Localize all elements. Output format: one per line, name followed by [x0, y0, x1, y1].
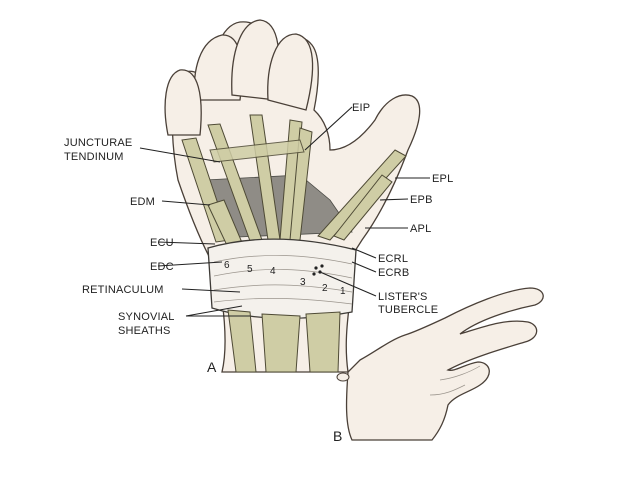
hand-a-illustration: [164, 19, 421, 373]
label-retinaculum: RETINACULUM: [82, 284, 164, 296]
finger-ring: [267, 33, 314, 111]
label-listers-line2: TUBERCLE: [378, 304, 438, 316]
compartment-5: 5: [247, 264, 253, 275]
compartment-1: 1: [340, 286, 346, 297]
juncturae-band: [209, 139, 305, 163]
synovial-sheath-mid: [261, 313, 301, 373]
panel-label-b: B: [333, 428, 342, 444]
label-ecrb: ECRB: [378, 267, 409, 279]
label-apl: APL: [410, 223, 431, 235]
tendon-epb: [333, 174, 393, 241]
label-listers-line1: LISTER'S: [378, 291, 428, 303]
label-eip: EIP: [352, 102, 370, 114]
panel-label-a: A: [207, 359, 217, 375]
labels: EIP JUNCTURAE TENDINUM EPL EDM EPB APL E…: [64, 102, 453, 444]
hand-b-illustration: [336, 287, 544, 441]
leader-lines: [139, 106, 430, 317]
label-ecrl: ECRL: [378, 253, 408, 265]
label-epl: EPL: [432, 173, 453, 185]
compartment-6: 6: [224, 260, 230, 271]
tendon-epl: [317, 149, 407, 241]
synovial-sheath-left: [227, 309, 257, 373]
compartment-2: 2: [322, 283, 328, 294]
compartment-4: 4: [270, 266, 276, 277]
extensor-retinaculum: [207, 238, 357, 320]
label-edc: EDC: [150, 261, 174, 273]
compartment-numbers: 1 2 3 4 5 6: [224, 260, 346, 297]
label-synovial-line1: SYNOVIAL: [118, 311, 175, 323]
label-ecu: ECU: [150, 237, 174, 249]
synovial-sheath-right: [305, 311, 341, 373]
compartment-3: 3: [300, 277, 306, 288]
label-epb: EPB: [410, 194, 433, 206]
label-synovial-line2: SHEATHS: [118, 325, 171, 337]
label-juncturae-line2: TENDINUM: [64, 151, 124, 163]
finger-little: [164, 69, 202, 136]
label-edm: EDM: [130, 196, 155, 208]
hand-b-outline: [345, 287, 544, 441]
label-juncturae-line1: JUNCTURAE: [64, 137, 132, 149]
